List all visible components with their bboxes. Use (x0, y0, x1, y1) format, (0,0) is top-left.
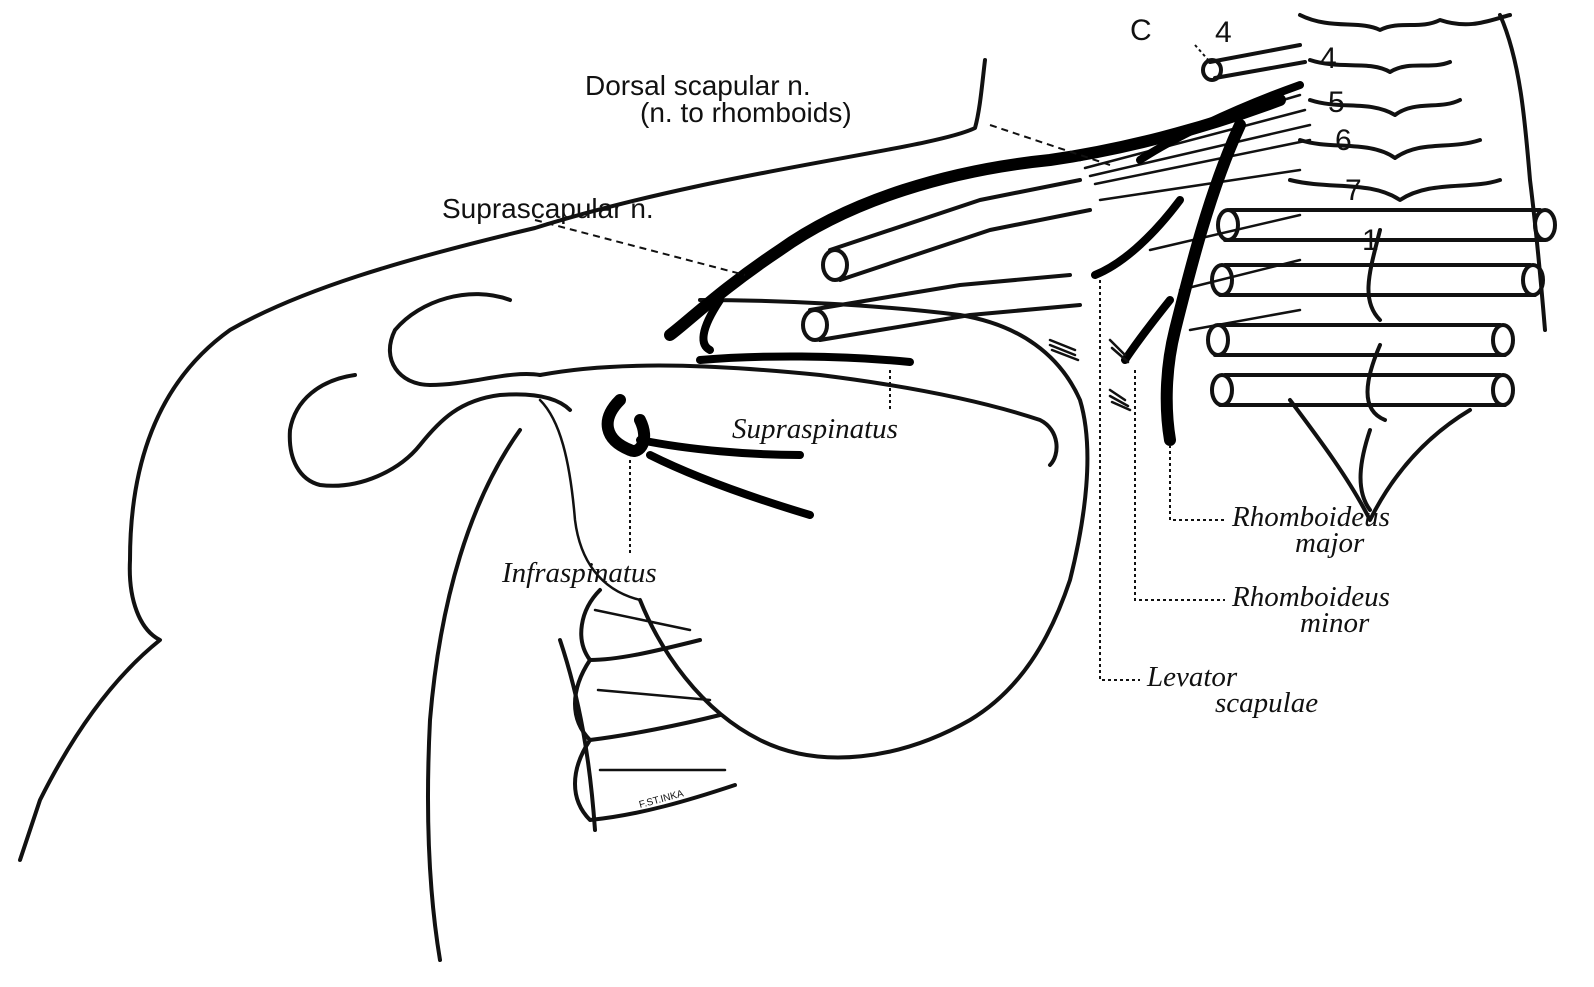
teres-band-3 (575, 740, 735, 820)
label-c4: 4 (1215, 16, 1232, 49)
label-rhomboideus-major-2: major (1295, 527, 1365, 559)
leader-suprascapular (535, 220, 745, 275)
label-rhomboideus-minor-2: minor (1300, 607, 1370, 639)
label-suprascapular: Suprascapular n. (442, 193, 654, 224)
label-vertebra-4: 4 (1320, 42, 1337, 75)
rib-end-lower (803, 310, 827, 340)
vertebral-column (1208, 15, 1555, 520)
leader-rhomboideus-major (1170, 445, 1225, 520)
infraspinatus-branch-2 (650, 455, 810, 515)
nerve-to-levator (1095, 200, 1180, 275)
rib-tube-upper (830, 180, 1090, 280)
label-vertebra-t1: 1 (1362, 224, 1379, 257)
humeral-head (290, 375, 570, 486)
label-supraspinatus: Supraspinatus (732, 413, 898, 445)
leader-c4 (1195, 45, 1210, 62)
label-vertebra-7: 7 (1345, 174, 1362, 207)
dorsal-scapular-nerve (1167, 125, 1240, 440)
levator-insertion-hatch (1050, 340, 1130, 410)
label-levator-2: scapulae (1215, 687, 1318, 719)
scapula-outline (640, 300, 1087, 757)
teres-band-4 (595, 610, 725, 770)
label-dorsal-scapular-2: (n. to rhomboids) (640, 97, 852, 128)
supraspinatus-nerve (700, 356, 910, 362)
rib-end-upper (823, 250, 847, 280)
arm-inner-outline (428, 430, 520, 960)
rib-tube-lower (810, 275, 1080, 340)
label-infraspinatus: Infraspinatus (501, 557, 657, 589)
label-vertebra-5: 5 (1328, 86, 1345, 119)
leader-rhomboideus-minor (1135, 370, 1225, 600)
label-vertebra-6: 6 (1335, 124, 1352, 157)
c4-root-tube (1210, 45, 1305, 78)
label-cervical-prefix: C (1130, 14, 1152, 47)
acromion (390, 294, 540, 385)
nerve-to-minor (1125, 300, 1170, 360)
